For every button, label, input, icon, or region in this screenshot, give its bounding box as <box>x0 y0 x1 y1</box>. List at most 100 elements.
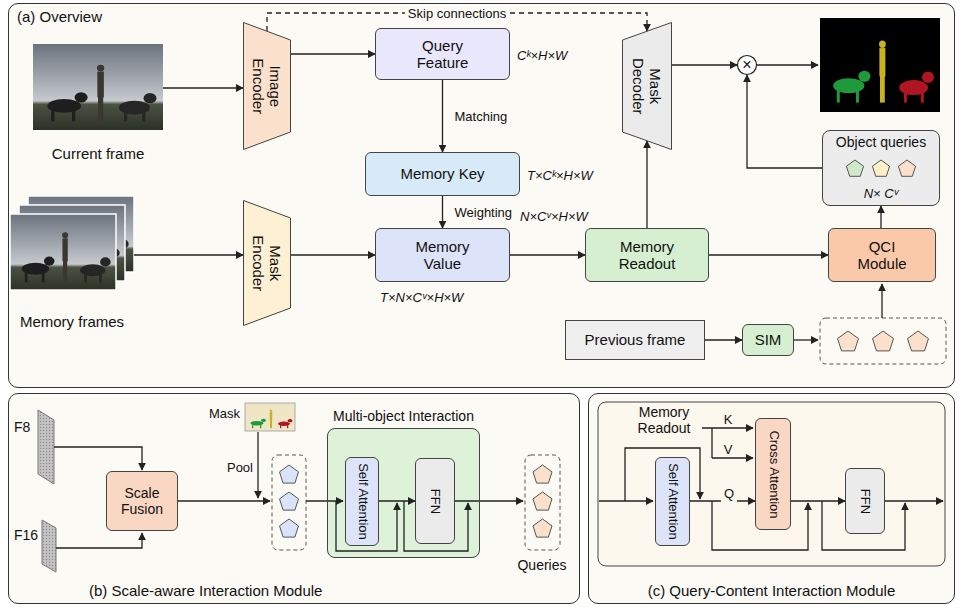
dimension-label: T×Cᵏ×H×W <box>527 169 593 184</box>
dog-head <box>44 257 55 266</box>
arrow-connector <box>442 80 443 152</box>
dog-leg <box>99 272 102 283</box>
box-label: FFN <box>858 488 873 513</box>
arrow-connector <box>747 75 822 168</box>
person-leg <box>98 96 103 122</box>
box-label: Cross Attention <box>766 430 781 518</box>
dog-leg <box>72 108 75 122</box>
current-frame-photo <box>33 44 163 130</box>
query-pentagon <box>533 465 552 483</box>
edge-label-holder: Q <box>721 484 737 502</box>
box-label: Mask Decoder <box>630 53 665 119</box>
arrow-connector <box>442 196 443 228</box>
memory-frames-image: Memory frames <box>10 196 134 330</box>
person-head <box>879 41 886 49</box>
label-holder: T×N×Cᵛ×H×W <box>380 288 463 306</box>
person-head <box>62 232 68 238</box>
feature-label: F8 <box>14 419 30 435</box>
dog-leg <box>280 424 281 428</box>
scene-ground <box>820 18 940 112</box>
edge-label-holder: Weighting <box>452 203 516 221</box>
output-label: Queries <box>517 557 566 573</box>
dog-leg <box>25 270 28 282</box>
group-heading: Multi-object Interaction <box>333 408 474 424</box>
mask-encoder: Mask Encoder <box>243 200 291 326</box>
arrow-connector <box>646 141 647 228</box>
dog-leg <box>51 108 54 122</box>
circle-shape <box>738 56 757 75</box>
panel-ground <box>8 3 955 388</box>
current-frame-image: Current frame <box>33 42 163 162</box>
overview-panel: (a) OverviewCurrent frameMemory framesIm… <box>8 3 955 388</box>
mask-decoder: Mask Decoder <box>622 22 672 150</box>
cross-attention-box: Cross Attention <box>755 418 791 530</box>
person-body <box>879 48 885 76</box>
key-label: K <box>724 413 733 428</box>
memory-key-box: Memory Key <box>365 152 520 196</box>
edge-label: Q <box>721 487 737 502</box>
person-leg <box>270 420 272 428</box>
arrow-connector <box>163 87 243 88</box>
flow-wire <box>257 432 258 498</box>
label-holder: Cᵏ×H×W <box>517 46 567 64</box>
person-head <box>97 65 104 72</box>
edge-label-holder: Matching <box>452 107 511 125</box>
dog-leg <box>287 424 288 428</box>
flow-wire <box>178 500 270 501</box>
label-holder: K <box>724 410 733 428</box>
box-label: Self Attention <box>665 463 680 540</box>
flow-wire <box>757 64 818 65</box>
person-body <box>62 238 67 261</box>
arrow-connector <box>379 500 415 501</box>
label-holder: Mask <box>209 404 240 422</box>
flow-wire <box>56 533 142 548</box>
dog-leg <box>84 272 87 283</box>
arrow-connector <box>134 254 243 255</box>
label-holder: Memory Readout <box>628 404 700 437</box>
memory-frame-photo <box>10 214 116 290</box>
output-mask-image <box>820 18 940 112</box>
box-label: Memory Readout <box>607 238 687 273</box>
input-mask-image <box>245 403 295 431</box>
dog-head <box>922 72 934 83</box>
dog-leg <box>837 88 840 103</box>
value-label: V <box>724 443 733 458</box>
interaction-ground <box>327 428 480 558</box>
dog-leg <box>42 270 45 282</box>
label-holder: V <box>724 440 733 458</box>
dog-head <box>144 93 157 103</box>
arrow-connector <box>672 64 737 65</box>
dimension-label: T×N×Cᵛ×H×W <box>380 291 463 306</box>
edge-label-holder: Skip connections <box>405 4 509 22</box>
label-holder: Pool <box>227 458 253 476</box>
box-label: Mask Encoder <box>250 230 285 296</box>
arrow-connector <box>791 500 845 501</box>
previous-frame-box: Previous frame <box>565 320 705 360</box>
panel-title: (c) Query-Content Interaction Module <box>648 582 896 599</box>
query-group-outline <box>272 455 306 550</box>
scale-aware-panel: (b) Scale-aware Interaction ModuleScale … <box>8 393 580 604</box>
box-label: Memory Value <box>403 238 483 273</box>
trapezoid-shape <box>244 201 291 326</box>
label-holder: F8 <box>14 418 30 436</box>
photo-border <box>10 214 116 290</box>
box-label: Scale Fusion <box>114 485 170 517</box>
box-label: Query Feature <box>403 37 483 72</box>
dog-head <box>288 419 293 422</box>
panel-ground <box>8 393 580 604</box>
dimension-label: Cᵏ×H×W <box>517 49 567 64</box>
arrow-connector <box>880 206 881 228</box>
box-label: SIM <box>755 331 782 348</box>
input-label: Memory Readout <box>628 404 700 436</box>
dog-leg <box>921 89 924 102</box>
flow-wire <box>54 447 142 470</box>
query-pentagon <box>280 465 299 483</box>
sim-box: SIM <box>742 324 794 356</box>
ffn-box: FFN <box>415 458 455 544</box>
label-holder: Queries <box>517 556 566 574</box>
trapezoid-shape <box>244 23 291 150</box>
box-label: Object queries <box>836 134 926 150</box>
box-label: Previous frame <box>585 331 686 348</box>
